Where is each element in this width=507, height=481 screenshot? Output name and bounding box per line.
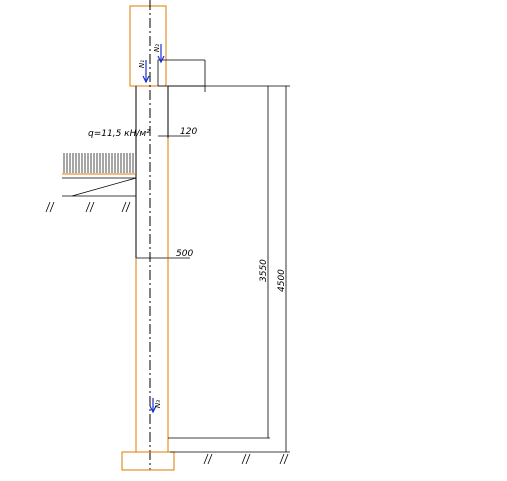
dim-bottom-width: 500 — [176, 249, 193, 259]
upper-wall — [129, 5, 167, 87]
ground-hatch-icon — [45, 201, 289, 465]
backfill — [62, 153, 137, 197]
lower-wall — [135, 86, 190, 452]
floor-slab — [157, 59, 206, 92]
foundation-block — [121, 451, 175, 471]
force-arrow-icon — [142, 44, 165, 414]
dimension-lines — [158, 85, 290, 453]
dim-top-width: 120 — [180, 127, 197, 137]
dim-height-total: 4500 — [277, 269, 287, 292]
load-label: q=11,5 кН/м² — [88, 129, 150, 139]
force-label-2: N₂ — [153, 44, 161, 52]
force-label-1: N₁ — [138, 60, 146, 68]
dim-height-inner: 3550 — [259, 259, 269, 282]
force-label-3: N₃ — [154, 400, 162, 408]
